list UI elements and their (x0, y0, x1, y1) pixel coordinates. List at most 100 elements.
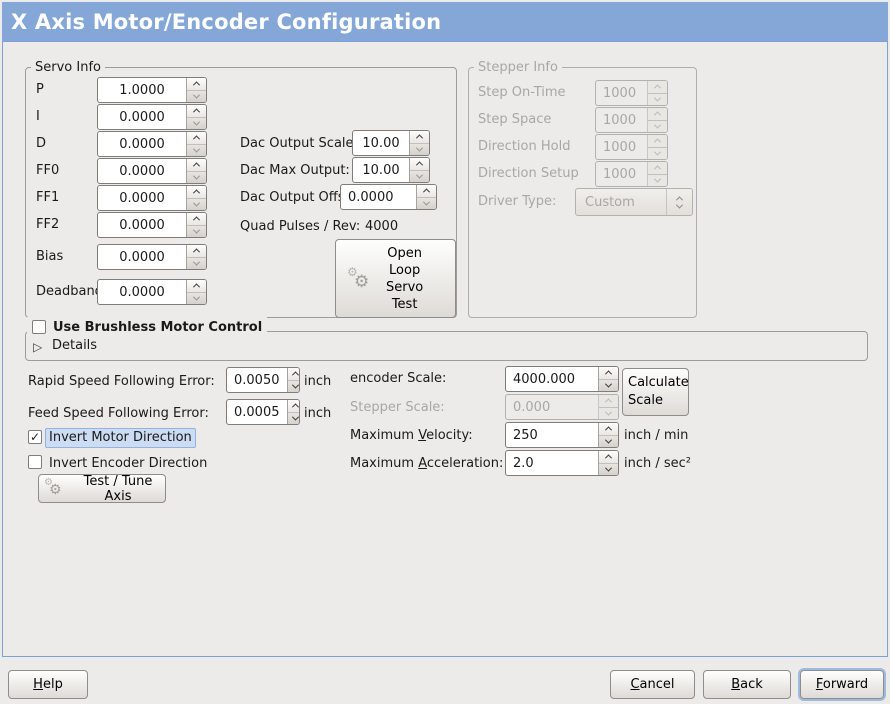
encoder-scale-spinbox[interactable]: 4000.000 (505, 366, 619, 392)
label-mnemonic: C (630, 677, 640, 692)
spin-up-icon[interactable] (187, 78, 206, 90)
page-title: X Axis Motor/Encoder Configuration (11, 9, 442, 34)
spin-up-icon[interactable] (187, 159, 206, 171)
servo-p-spinbox[interactable]: 1.0000 (97, 77, 207, 103)
dac-output-offset-spinbox[interactable]: 0.0000 (340, 184, 437, 210)
quad-pulses-label: Quad Pulses / Rev: (240, 219, 361, 234)
open-loop-servo-test-button[interactable]: ⚙ ⚙ Open Loop Servo Test (335, 239, 456, 318)
open-loop-line: Loop (389, 262, 421, 278)
servo-ff1-value[interactable]: 0.0000 (119, 190, 165, 206)
spin-down-icon[interactable] (599, 378, 618, 392)
use-brushless-checkbox[interactable] (32, 320, 46, 334)
feed-following-error-spinbox[interactable]: 0.0005 (226, 399, 300, 425)
servo-deadband-spinbox[interactable]: 0.0000 (97, 279, 207, 305)
spin-up-icon[interactable] (187, 245, 206, 257)
direction-hold-value: 1000 (603, 139, 637, 155)
invert-encoder-direction-label[interactable]: Invert Encoder Direction (49, 456, 208, 471)
calculate-line: Scale (628, 393, 663, 408)
dac-output-scale-value[interactable]: 10.00 (362, 135, 400, 151)
servo-p-label: P (36, 82, 44, 97)
servo-deadband-value[interactable]: 0.0000 (119, 284, 165, 300)
dac-max-output-value[interactable]: 10.00 (362, 162, 400, 178)
spin-down-icon[interactable] (187, 197, 206, 211)
step-on-time-spinbox: 1000 (595, 80, 668, 106)
stepper-info-frame (468, 67, 697, 318)
servo-i-spinbox[interactable]: 0.0000 (97, 104, 207, 130)
spin-down-icon[interactable] (187, 143, 206, 157)
invert-encoder-direction-checkbox[interactable] (28, 455, 42, 469)
spin-down-icon[interactable] (187, 256, 206, 270)
back-button[interactable]: Back (703, 670, 791, 699)
dac-output-offset-value[interactable]: 0.0000 (348, 189, 394, 205)
rapid-following-error-spinbox[interactable]: 0.0050 (226, 367, 300, 393)
servo-ff0-spinbox[interactable]: 0.0000 (97, 158, 207, 184)
dac-max-output-label: Dac Max Output: (240, 163, 350, 178)
back-button-label: Back (731, 677, 763, 692)
servo-i-value[interactable]: 0.0000 (119, 109, 165, 125)
label-text: cceleration: (426, 456, 504, 471)
feed-following-error-value[interactable]: 0.0005 (234, 404, 280, 420)
spin-down-icon[interactable] (287, 411, 299, 425)
spin-down-icon[interactable] (599, 434, 618, 448)
spin-down-icon[interactable] (187, 89, 206, 103)
spin-up-icon[interactable] (599, 451, 618, 463)
servo-bias-value[interactable]: 0.0000 (119, 249, 165, 265)
rapid-following-error-value[interactable]: 0.0050 (234, 372, 280, 388)
spin-up-icon[interactable] (187, 186, 206, 198)
servo-ff2-spinbox[interactable]: 0.0000 (97, 212, 207, 238)
spin-down-icon[interactable] (410, 142, 429, 156)
servo-d-value[interactable]: 0.0000 (119, 136, 165, 152)
feed-following-error-unit: inch (304, 406, 332, 421)
servo-ff0-value[interactable]: 0.0000 (119, 163, 165, 179)
invert-motor-direction-checkbox[interactable]: ✓ (28, 430, 42, 444)
spin-up-icon[interactable] (187, 132, 206, 144)
spin-up-icon[interactable] (599, 423, 618, 435)
forward-button[interactable]: Forward (800, 670, 884, 699)
calculate-scale-button[interactable]: Calculate Scale (622, 368, 689, 416)
dac-max-output-spinbox[interactable]: 10.00 (352, 157, 430, 183)
spin-down-icon[interactable] (287, 379, 299, 393)
invert-motor-direction-label[interactable]: Invert Motor Direction (45, 428, 196, 448)
label-text: Maximum (350, 428, 419, 443)
spin-down-icon[interactable] (187, 291, 206, 305)
servo-ff2-value[interactable]: 0.0000 (119, 217, 165, 233)
spin-up-icon[interactable] (288, 400, 300, 412)
label-text: elocity: (426, 428, 473, 443)
spin-up-icon[interactable] (599, 367, 618, 379)
spin-down-icon[interactable] (410, 169, 429, 183)
servo-ff1-spinbox[interactable]: 0.0000 (97, 185, 207, 211)
spin-up-icon[interactable] (417, 185, 436, 197)
test-tune-axis-button[interactable]: ⚙ ⚙ Test / Tune Axis (38, 474, 166, 504)
spin-down-icon (648, 119, 667, 133)
servo-d-spinbox[interactable]: 0.0000 (97, 131, 207, 157)
spin-up-icon[interactable] (187, 280, 206, 292)
spin-down-icon[interactable] (187, 170, 206, 184)
dac-output-scale-spinbox[interactable]: 10.00 (352, 130, 430, 156)
maximum-velocity-spinbox[interactable]: 250 (505, 422, 619, 448)
spin-up-icon[interactable] (288, 368, 300, 380)
maximum-velocity-value[interactable]: 250 (513, 427, 538, 443)
spin-buttons (186, 105, 206, 129)
details-expander-label[interactable]: Details (52, 338, 98, 353)
spin-up-icon[interactable] (410, 158, 429, 170)
encoder-scale-value[interactable]: 4000.000 (513, 371, 576, 387)
maximum-acceleration-value[interactable]: 2.0 (513, 455, 534, 471)
maximum-acceleration-spinbox[interactable]: 2.0 (505, 450, 619, 476)
servo-bias-spinbox[interactable]: 0.0000 (97, 244, 207, 270)
spin-buttons (409, 158, 429, 182)
cancel-button[interactable]: Cancel (610, 670, 695, 699)
servo-p-value[interactable]: 1.0000 (119, 82, 165, 98)
spin-down-icon[interactable] (599, 462, 618, 476)
help-button[interactable]: Help (8, 670, 88, 699)
spin-down-icon[interactable] (187, 224, 206, 238)
label-mnemonic: F (815, 677, 823, 692)
spin-down-icon[interactable] (417, 196, 436, 210)
servo-ff1-label: FF1 (36, 190, 60, 205)
spin-up-icon[interactable] (410, 131, 429, 143)
spin-up-icon[interactable] (187, 105, 206, 117)
expander-arrow-icon[interactable]: ▷ (33, 340, 43, 354)
brushless-frame (25, 331, 868, 361)
spin-down-icon[interactable] (187, 116, 206, 130)
use-brushless-label[interactable]: Use Brushless Motor Control (53, 319, 263, 335)
spin-up-icon[interactable] (187, 213, 206, 225)
